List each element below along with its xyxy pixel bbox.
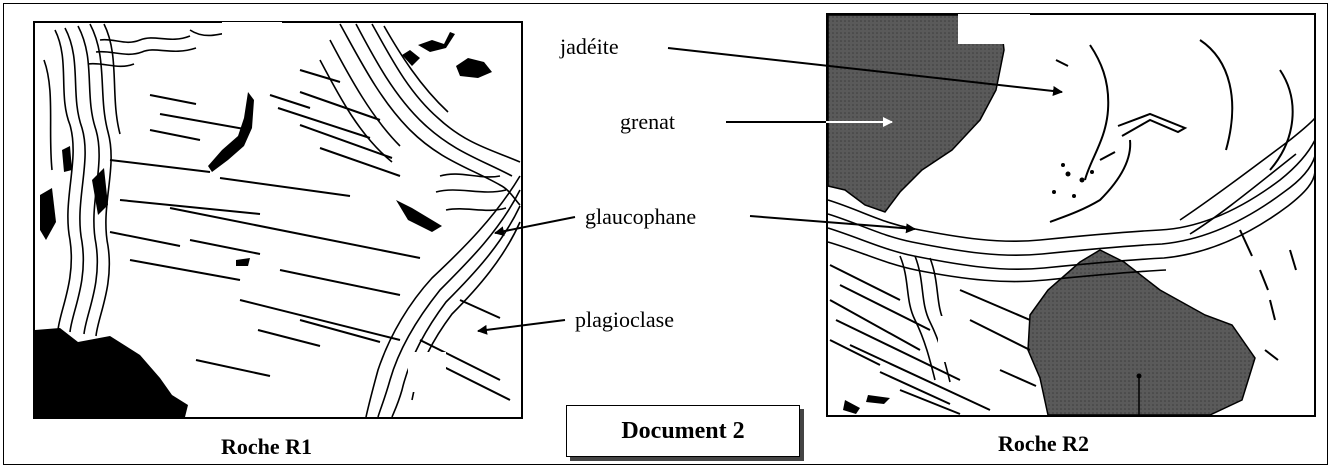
document-title-box: Document 2: [566, 405, 800, 457]
label-jadeite: jadéite: [560, 36, 619, 58]
caption-roche-r2: Roche R2: [998, 433, 1089, 455]
caption-roche-r1: Roche R1: [221, 436, 312, 458]
document-title: Document 2: [621, 418, 744, 445]
label-glaucophane: glaucophane: [585, 206, 696, 228]
label-plagioclase: plagioclase: [575, 309, 674, 331]
rock-r1-image: [34, 22, 522, 418]
label-grenat: grenat: [620, 111, 675, 133]
